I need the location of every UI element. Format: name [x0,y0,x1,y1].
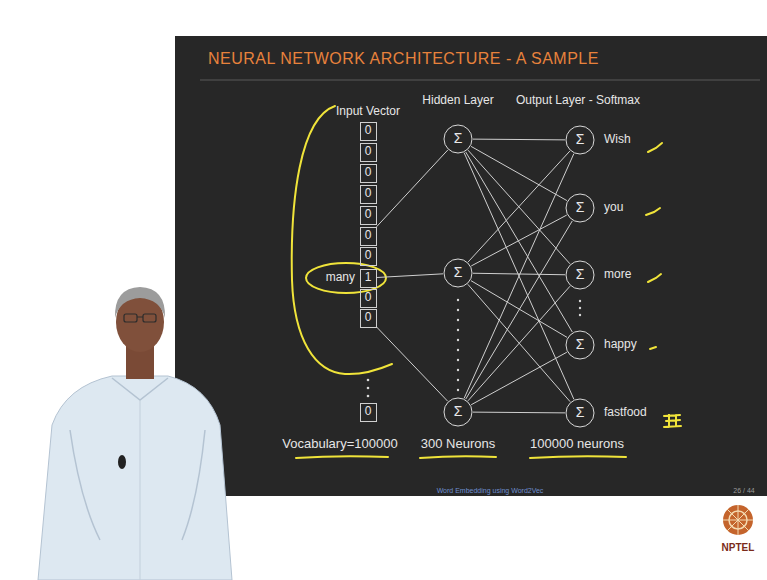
weight-connection [464,153,574,400]
size-note: 300 Neurons [421,437,495,451]
ellipsis-dots [367,299,582,398]
vector-cell: 0 [360,185,377,204]
weight-connection [377,150,448,227]
vector-cell: 0 [360,143,377,162]
output-neuron: Σ [565,193,595,223]
node-text: 0 [365,311,372,324]
node-text: Σ [454,265,463,280]
word-label: more [604,268,631,281]
node-text: 0 [365,229,372,242]
logo-text: NPTEL [722,542,755,553]
weight-connection [377,327,448,401]
vector-cell: 0 [360,309,377,328]
node-text: 0 [365,405,372,418]
weight-connection [471,146,567,200]
node-text: 0 [365,187,372,200]
word-label: you [604,201,623,214]
node-text: 1 [365,271,372,284]
weight-connection [466,221,573,399]
column-heading: Input Vector [336,105,400,118]
weight-connection [471,281,567,338]
node-text: Σ [576,337,585,352]
hidden-neuron: Σ [443,397,473,427]
vector-cell: 0 [360,247,377,266]
weight-connection [466,152,573,332]
weight-connection [464,154,574,399]
node-text: Σ [454,131,463,146]
node-text: Σ [576,267,585,282]
column-heading: Hidden Layer [422,94,493,107]
weight-connection [468,151,570,262]
page-number: 26 / 44 [733,487,754,495]
column-heading: Output Layer - Softmax [516,94,640,107]
weight-connection [473,139,565,141]
output-neuron: Σ [565,125,595,155]
weight-connection [377,274,444,278]
node-text: 0 [365,145,372,158]
node-text: Σ [454,404,463,419]
presenter-figure [38,287,232,580]
word-label: fastfood [604,406,647,419]
vector-cell: 0 [360,164,377,183]
weight-connection [471,352,567,405]
word-label: happy [604,338,637,351]
weight-connection [471,215,567,266]
nptel-logo [723,505,753,535]
weight-connection [473,412,565,414]
node-text: 0 [365,291,372,304]
word-label: Wish [604,133,631,146]
title-rule [200,80,760,81]
weight-connection [473,273,565,275]
hidden-neuron: Σ [443,258,473,288]
weight-connection [468,286,570,401]
size-note: 100000 neurons [530,437,624,451]
slide-background [175,36,767,496]
weight-connection [468,284,570,401]
node-text: 0 [365,208,372,221]
node-text: Σ [576,132,585,147]
vector-cell: 1 [360,269,377,288]
vector-cell: 0 [360,289,377,308]
node-text: 0 [365,249,372,262]
vector-cell: 0 [360,403,377,422]
footer-text: Word Embedding using Word2Vec [437,487,544,495]
output-neuron: Σ [565,398,595,428]
word-label: many [326,271,355,284]
vector-cell: 0 [360,227,377,246]
hidden-neuron: Σ [443,124,473,154]
node-text: Σ [576,200,585,215]
node-text: Σ [576,405,585,420]
size-note: Vocabulary=100000 [282,437,397,451]
pen-annotation [292,106,681,458]
slide-title: NEURAL NETWORK ARCHITECTURE - A SAMPLE [208,50,599,68]
output-neuron: Σ [565,330,595,360]
vector-cell: 0 [360,122,377,141]
weight-connection [468,150,570,264]
node-text: 0 [365,166,372,179]
vector-cell: 0 [360,206,377,225]
node-text: 0 [365,124,372,137]
output-neuron: Σ [565,260,595,290]
